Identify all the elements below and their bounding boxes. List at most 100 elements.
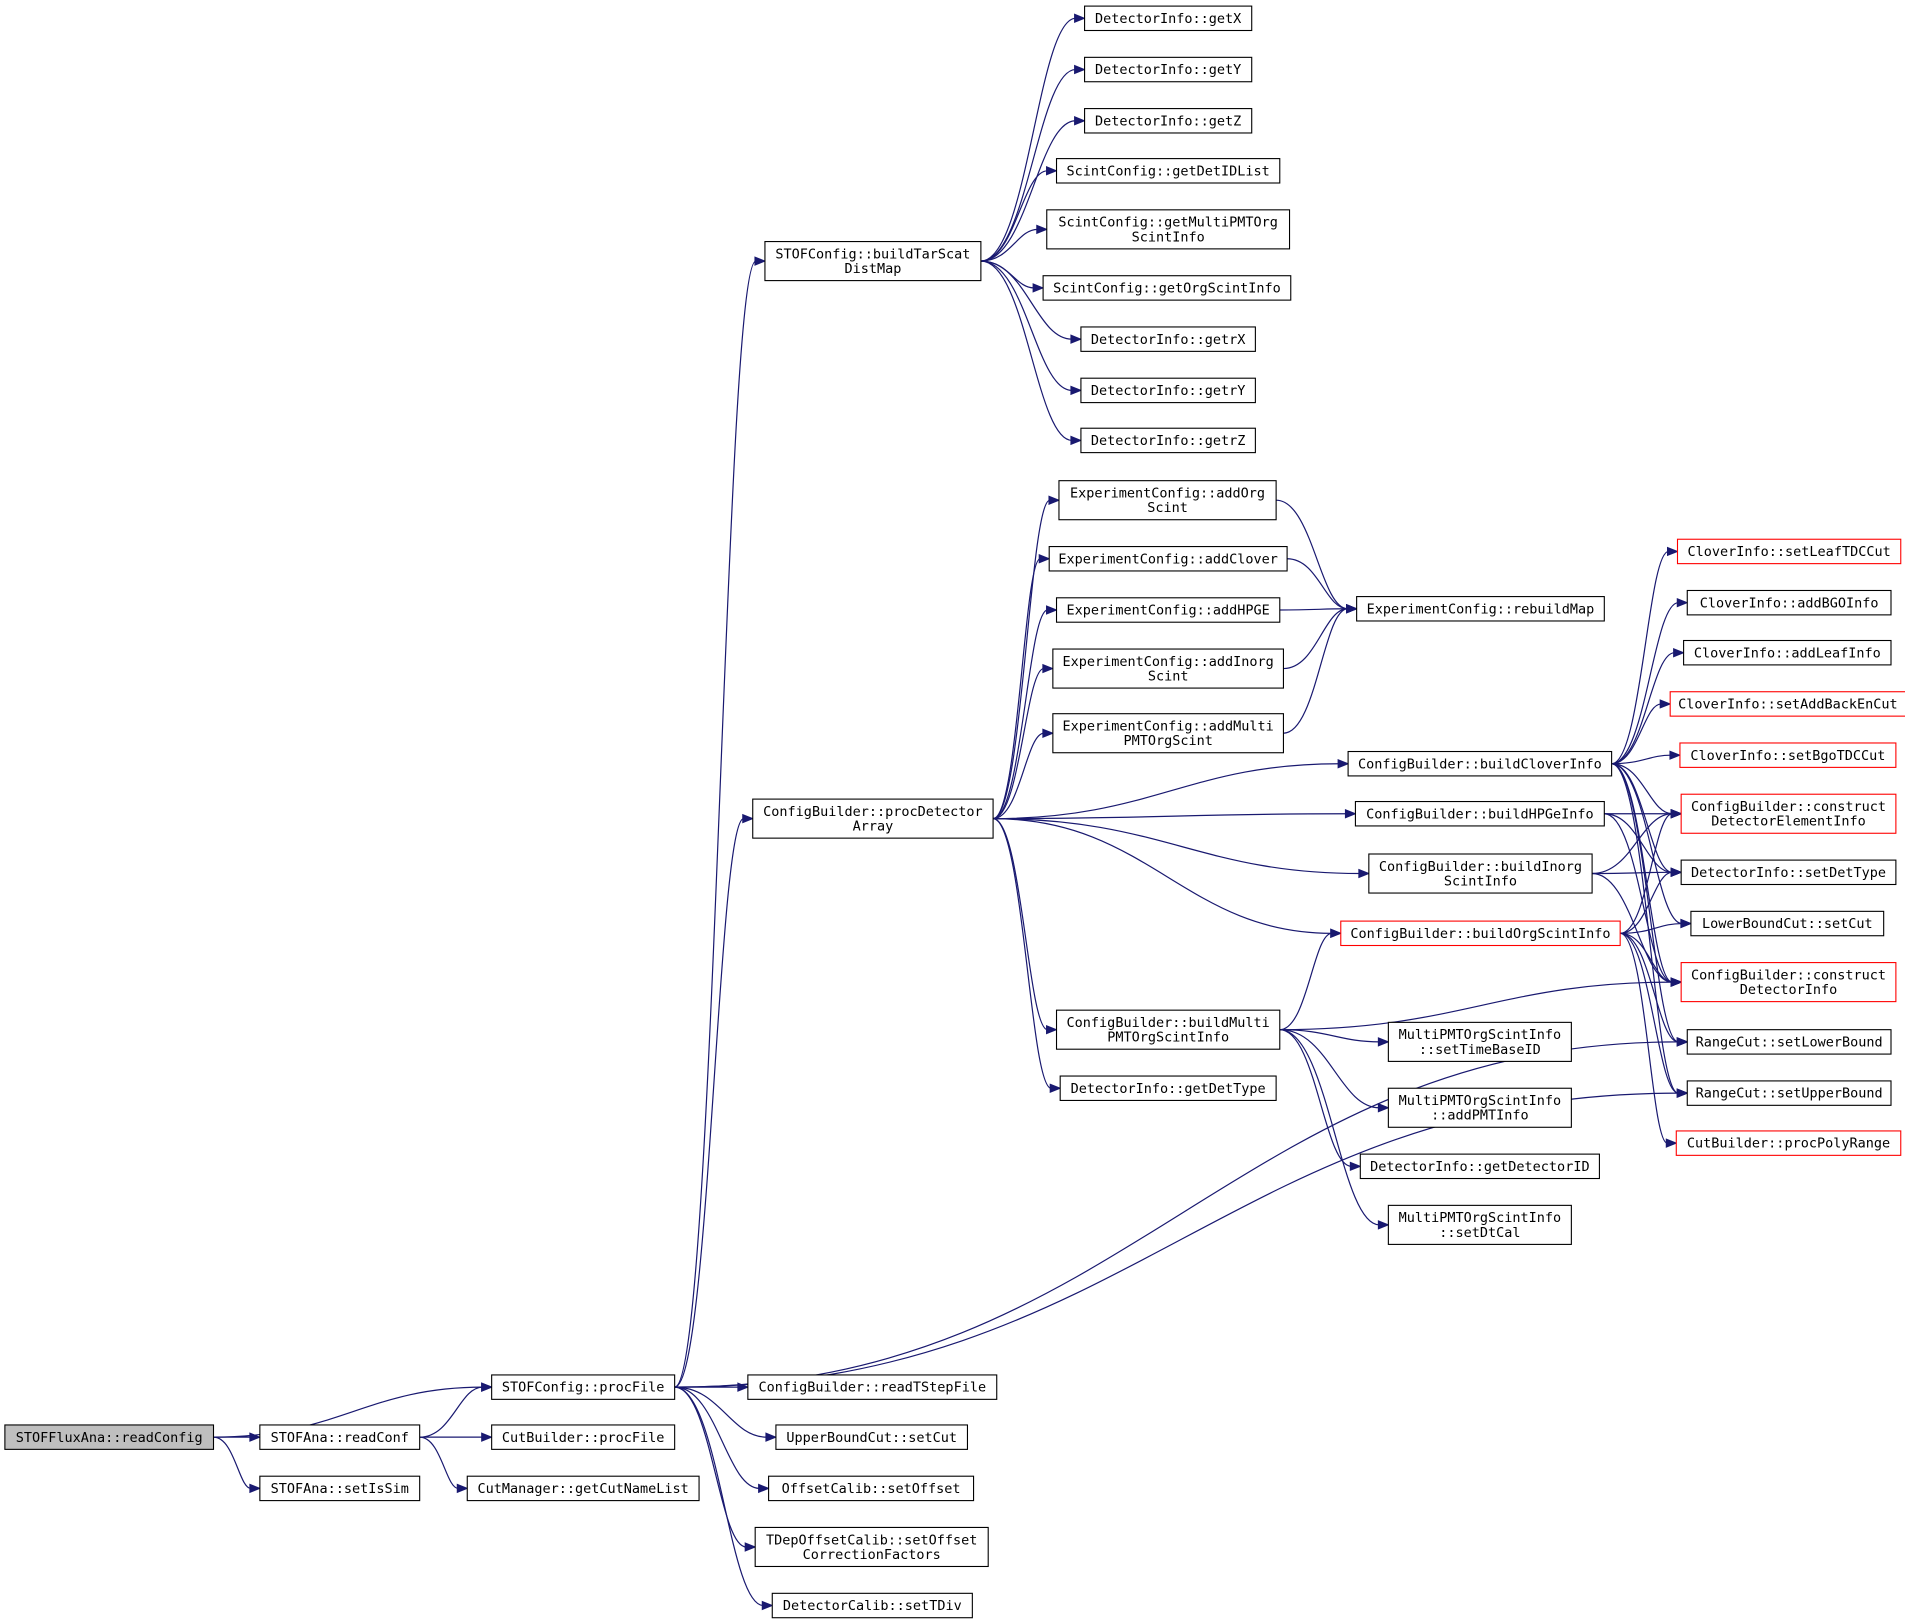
node-buildorg[interactable]: ConfigBuilder::buildOrgScintInfo (1340, 920, 1621, 947)
edge-procdetector-to-buildinorg (993, 818, 1371, 879)
node-getcutnamelist[interactable]: CutManager::getCutNameList (466, 1475, 700, 1502)
arrowhead-icon (1358, 868, 1371, 879)
node-readconf[interactable]: STOFAna::readConf (259, 1424, 421, 1450)
node-label: TDepOffsetCalib::setOffset (766, 1532, 977, 1548)
edge-line (1592, 813, 1673, 875)
node-root[interactable]: STOFFluxAna::readConfig (4, 1424, 215, 1450)
edge-procdetector-to-addorgscint (992, 495, 1061, 820)
edge-procfile-to-ub-setcut (674, 1386, 778, 1442)
node-addhpge[interactable]: ExperimentConfig::addHPGE (1055, 597, 1281, 623)
node-getry[interactable]: DetectorInfo::getrY (1080, 377, 1256, 404)
edge-buildtarscat-to-getmultipmt (980, 224, 1049, 262)
arrowhead-icon (1344, 809, 1357, 819)
node-procpoly[interactable]: CutBuilder::procPolyRange (1675, 1130, 1902, 1156)
edge-line (1279, 1029, 1380, 1043)
node-getx[interactable]: DetectorInfo::getX (1084, 5, 1253, 32)
node-ub-setcut[interactable]: UpperBoundCut::setCut (775, 1424, 969, 1450)
edge-buildclover-to-lb-setcut (1611, 763, 1693, 929)
edge-line (1620, 813, 1673, 934)
edge-buildtarscat-to-getrx (980, 260, 1083, 344)
node-setoffset[interactable]: OffsetCalib::setOffset (768, 1475, 975, 1502)
edge-readconf-to-procfile (419, 1382, 494, 1438)
node-cutbuilder-procfile[interactable]: CutBuilder::procFile (491, 1424, 676, 1450)
node-addbgo[interactable]: CloverInfo::addBGOInfo (1686, 589, 1892, 616)
node-setlower[interactable]: RangeCut::setLowerBound (1686, 1029, 1892, 1055)
edge-line (674, 1041, 1679, 1388)
edge-line (1620, 932, 1679, 1043)
node-getdettype[interactable]: DetectorInfo::getDetType (1059, 1075, 1277, 1101)
node-addpmt[interactable]: MultiPMTOrgScintInfo::addPMTInfo (1387, 1087, 1572, 1128)
node-label: MultiPMTOrgScintInfo (1399, 1210, 1562, 1226)
node-box (1368, 853, 1593, 894)
edge-line (674, 818, 745, 1388)
node-label: ExperimentConfig::rebuildMap (1367, 601, 1595, 617)
node-label: STOFAna::readConf (271, 1430, 409, 1446)
node-getdetectorid[interactable]: DetectorInfo::getDetectorID (1359, 1153, 1600, 1180)
edge-addmulti-to-rebuildmap (1283, 604, 1358, 734)
edge-addorgscint-to-rebuildmap (1276, 499, 1358, 614)
arrowhead-icon (1659, 699, 1672, 709)
node-label: STOFConfig::procFile (502, 1380, 665, 1396)
node-setupper[interactable]: RangeCut::setUpperBound (1686, 1080, 1892, 1106)
node-setleaftdc[interactable]: CloverInfo::setLeafTDCCut (1676, 538, 1902, 565)
node-getdetidlist[interactable]: ScintConfig::getDetIDList (1055, 158, 1281, 184)
node-label: DetectorElementInfo (1711, 814, 1865, 830)
node-settimebase[interactable]: MultiPMTOrgScintInfo::setTimeBaseID (1387, 1021, 1572, 1062)
node-getrx[interactable]: DetectorInfo::getrX (1080, 326, 1256, 352)
node-settdiv[interactable]: DetectorCalib::setTDiv (771, 1592, 973, 1619)
node-box (1052, 648, 1284, 689)
node-box (1679, 742, 1897, 768)
node-buildhpge[interactable]: ConfigBuilder::buildHPGeInfo (1354, 800, 1605, 827)
edge-line (1611, 763, 1673, 815)
node-tdep[interactable]: TDepOffsetCalib::setOffsetCorrectionFact… (754, 1526, 989, 1568)
node-procfile[interactable]: STOFConfig::procFile (491, 1374, 676, 1400)
node-box (1055, 158, 1281, 184)
node-setdettype[interactable]: DetectorInfo::setDetType (1680, 859, 1897, 886)
arrowhead-icon (481, 1382, 494, 1392)
node-label: ConfigBuilder::buildCloverInfo (1358, 756, 1602, 772)
node-getorgscint[interactable]: ScintConfig::getOrgScintInfo (1042, 275, 1292, 301)
edge-procdetector-to-addmulti (993, 728, 1055, 820)
arrowhead-icon (1074, 13, 1086, 24)
edge-line (1287, 558, 1348, 610)
node-label: DetectorInfo::getrX (1091, 332, 1245, 348)
node-setissim[interactable]: STOFAna::setIsSim (259, 1475, 421, 1502)
edge-procdetector-to-buildorg (993, 818, 1343, 939)
node-getrz[interactable]: DetectorInfo::getrZ (1080, 427, 1256, 454)
node-label: LowerBoundCut::setCut (1702, 916, 1873, 932)
node-label: RangeCut::setUpperBound (1696, 1086, 1883, 1102)
node-readtstep[interactable]: ConfigBuilder::readTStepFile (747, 1374, 998, 1400)
node-buildclover[interactable]: ConfigBuilder::buildCloverInfo (1347, 750, 1613, 777)
node-rebuildmap[interactable]: ExperimentConfig::rebuildMap (1356, 596, 1605, 622)
edge-line (419, 1436, 459, 1489)
edge-buildorg-to-constructdet (1620, 932, 1683, 987)
arrowhead-icon (1046, 605, 1058, 615)
edge-line (674, 1386, 764, 1607)
arrowhead-icon (1038, 554, 1051, 564)
node-setaddback[interactable]: CloverInfo::setAddBackEnCut (1669, 691, 1905, 717)
node-addclover[interactable]: ExperimentConfig::addClover (1048, 546, 1288, 572)
node-setbgotdc[interactable]: CloverInfo::setBgoTDCCut (1679, 742, 1897, 768)
edge-line (1279, 1029, 1380, 1226)
edge-line (993, 732, 1045, 820)
arrowhead-icon (1042, 728, 1055, 738)
edge-line (1611, 763, 1683, 925)
node-addleaf[interactable]: CloverInfo::addLeafInfo (1683, 639, 1892, 666)
node-getz[interactable]: DetectorInfo::getZ (1084, 108, 1253, 134)
node-setdtcal[interactable]: MultiPMTOrgScintInfo::setDtCal (1387, 1204, 1572, 1245)
node-constructelem[interactable]: ConfigBuilder::constructDetectorElementI… (1680, 793, 1897, 834)
node-gety[interactable]: DetectorInfo::getY (1084, 56, 1253, 83)
edge-line (993, 763, 1340, 820)
node-lb-setcut[interactable]: LowerBoundCut::setCut (1690, 910, 1885, 937)
arrowhead-icon (1046, 166, 1058, 176)
